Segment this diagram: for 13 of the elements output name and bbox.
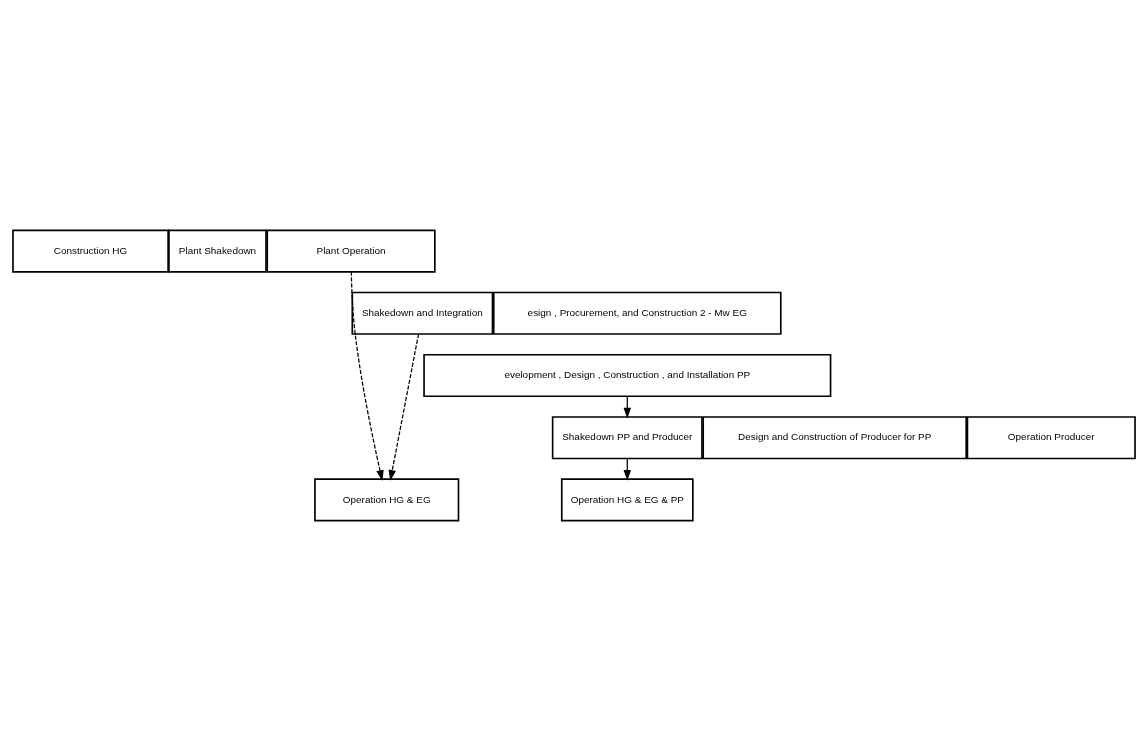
node-box: Plant Operation	[266, 229, 436, 273]
node-box: Construction HG	[12, 229, 169, 273]
node-box: Operation Producer	[966, 416, 1136, 460]
node-box: Design and Construction of Producer for PP	[702, 416, 968, 460]
node-box: Shakedown PP and Producer	[551, 416, 703, 460]
arrow	[388, 333, 420, 481]
node-box: evelopment , Design , Construction , and Installation PP	[423, 353, 832, 398]
arrow	[350, 271, 384, 481]
node-box: Operation HG & EG	[314, 478, 460, 522]
node-box: Shakedown and Integration	[351, 291, 494, 335]
node-box: Operation HG & EG & PP	[560, 478, 694, 522]
node-box: esign , Procurement, and Construction 2 - Mw EG	[492, 291, 782, 335]
node-box: Plant Shakedown	[168, 229, 267, 273]
